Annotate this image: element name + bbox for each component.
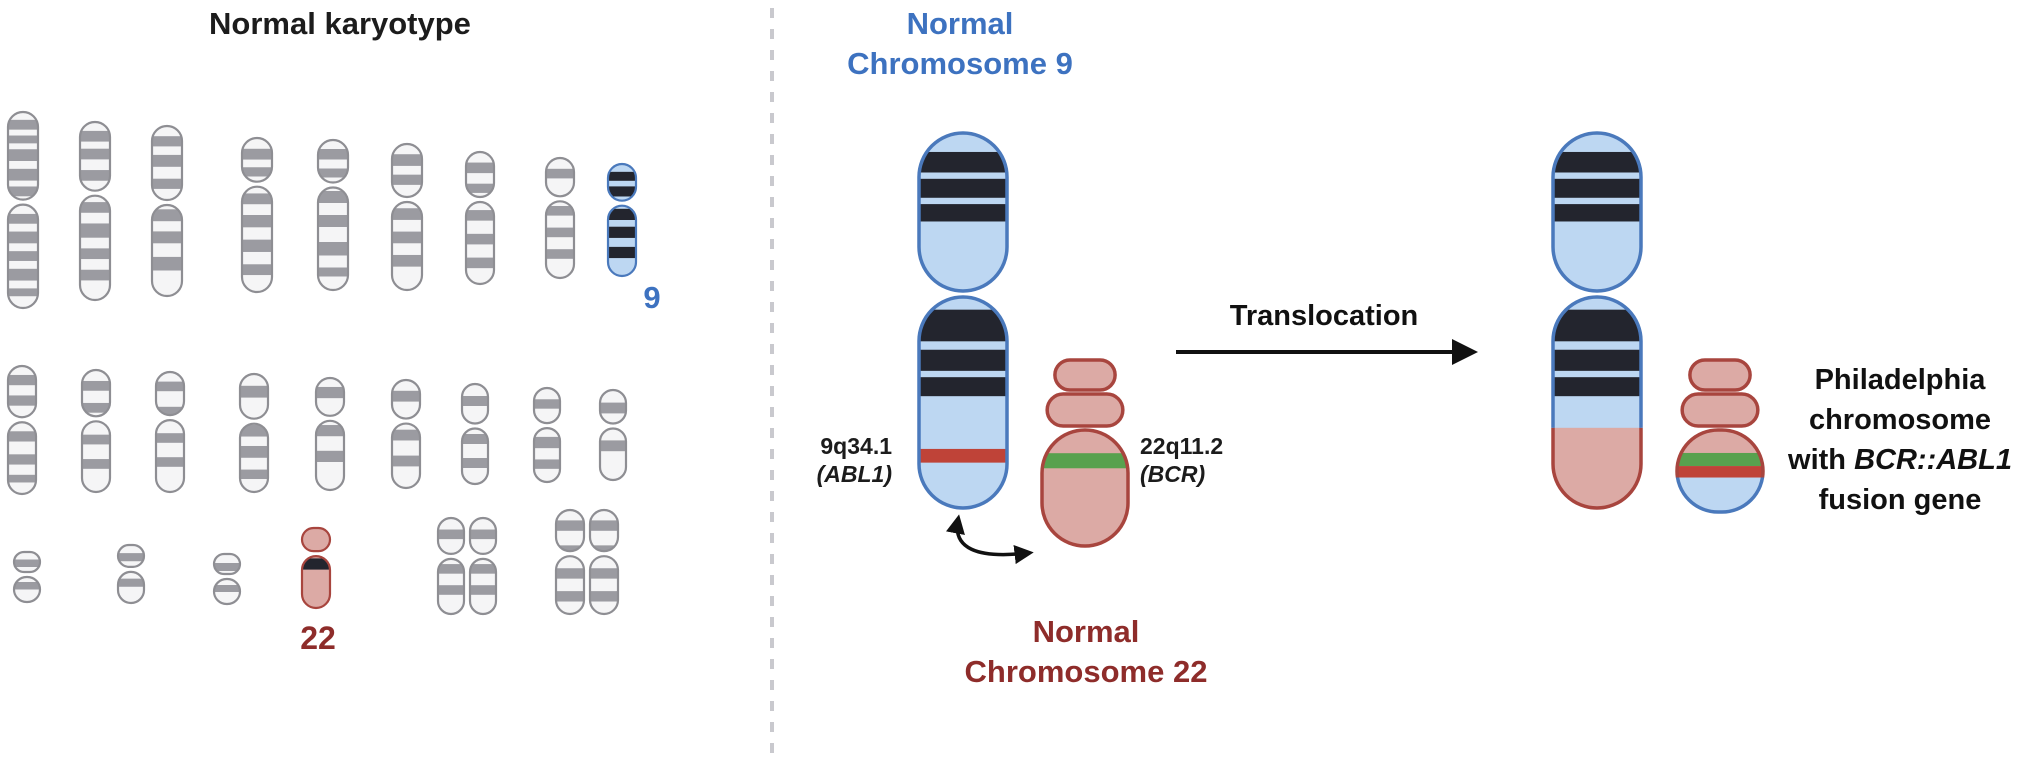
abl1-gene-name: (ABL1) <box>816 461 892 488</box>
philadelphia-result-label: Philadelphia chromosome with BCR::ABL1 f… <box>1772 360 2028 520</box>
karyotype-chromosome <box>546 158 574 278</box>
chr22-karyotype-label: 22 <box>300 620 336 656</box>
normal-chr22-title-line1: Normal <box>1032 614 1140 649</box>
karyotype-chromosomes <box>6 110 638 616</box>
karyotype-chromosome <box>242 138 272 292</box>
karyotype-chromosome <box>318 140 348 290</box>
abl1-locus-position: 9q34.1 <box>820 433 892 459</box>
karyotype-chromosome <box>466 152 494 285</box>
normal-chr9-title-line2: Chromosome 9 <box>847 45 1073 81</box>
normal-chr9-title: Normal Chromosome 9 <box>818 4 1102 83</box>
normal-chr22-title-line2: Chromosome 22 <box>964 653 1208 689</box>
translocation-arrow-head <box>1452 339 1478 365</box>
result-line2: chromosome <box>1808 404 1992 437</box>
philadelphia-chromosome <box>1675 358 1765 514</box>
karyotype-chromosome <box>462 384 488 484</box>
bcr-abl1-fusion-gene-name: BCR::ABL1 <box>1854 444 2012 477</box>
translocation-arrow <box>1176 339 1478 365</box>
result-line3: with BCR::ABL1 <box>1772 440 2028 480</box>
karyotype-chromosome <box>470 518 496 615</box>
normal-chr22-title: Normal Chromosome 22 <box>928 612 1244 691</box>
karyotype-chromosome <box>556 510 584 614</box>
abl1-locus-label: 9q34.1 (ABL1) <box>778 432 892 488</box>
exchange-arrow <box>946 514 1034 565</box>
karyotype-chromosome <box>438 518 464 615</box>
karyotype-title: Normal karyotype <box>209 6 471 41</box>
karyotype-chromosome <box>80 122 110 300</box>
chr9-karyotype-label: 9 <box>643 280 661 315</box>
karyotype-chromosome <box>240 374 268 493</box>
karyotype-chromosome <box>156 372 184 493</box>
karyotype-chromosome <box>302 528 330 608</box>
translocation-label: Translocation <box>1229 300 1419 332</box>
normal-chromosome-9 <box>917 131 1009 510</box>
karyotype-chromosome <box>534 388 560 483</box>
bcr-gene-name: (BCR) <box>1140 461 1206 488</box>
normal-chr9-title-line1: Normal <box>906 6 1014 41</box>
diagram-chromosomes <box>917 131 1765 548</box>
karyotype-chromosome <box>82 370 110 492</box>
normal-chromosome-22 <box>1040 358 1130 548</box>
karyotype-chromosome <box>8 366 36 495</box>
karyotype-chromosome <box>608 164 636 276</box>
result-line3-prefix: with <box>1788 444 1855 477</box>
karyotype-chromosome <box>590 510 618 614</box>
bcr-locus-label: 22q11.2 (BCR) <box>1140 432 1280 488</box>
karyotype-chromosome <box>316 378 344 491</box>
derivative-chromosome-9 <box>1551 131 1643 510</box>
result-line4: fusion gene <box>1818 484 1982 517</box>
karyotype-chromosome <box>152 126 182 296</box>
karyotype-chromosome <box>600 390 626 480</box>
result-line1: Philadelphia <box>1814 364 1986 396</box>
bcr-locus-position: 22q11.2 <box>1140 433 1224 459</box>
karyotype-chromosome <box>392 380 420 489</box>
karyotype-chromosome <box>392 144 422 290</box>
